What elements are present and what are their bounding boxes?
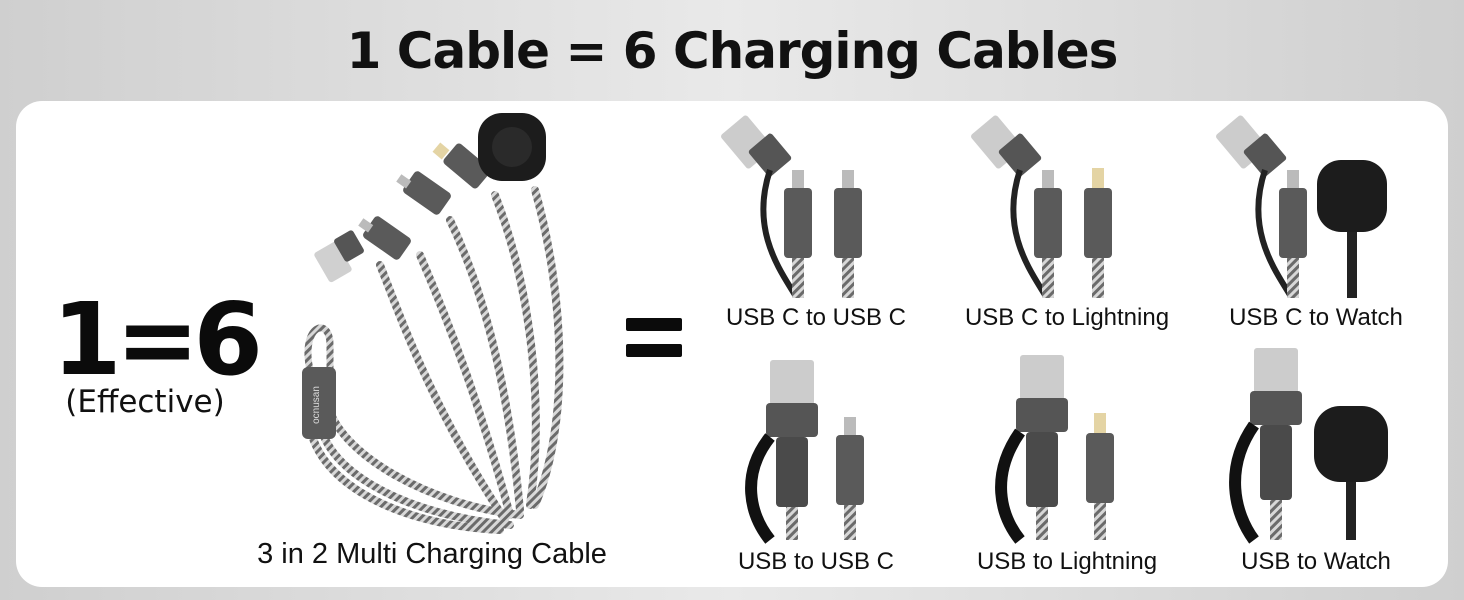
variant-label-usb-to-watch: USB to Watch — [1241, 548, 1391, 575]
main-caption: 3 in 2 Multi Charging Cable — [257, 538, 607, 570]
variant-label-usbc-to-lightning: USB C to Lightning — [964, 304, 1170, 331]
variant-label-usbc-to-usbc: USB C to USB C — [725, 304, 907, 331]
variant-image-usb-to-watch — [1229, 348, 1388, 544]
variant-image-usbc-to-lightning — [971, 115, 1112, 298]
variant-image-usb-to-lightning — [995, 355, 1114, 544]
ratio-headline: 1=6 — [52, 281, 263, 398]
multi-cable-image: ocnusan — [302, 113, 564, 534]
equals-sign — [622, 282, 686, 382]
brand-text: ocnusan — [311, 386, 322, 424]
variant-label-usbc-to-watch: USB C to Watch — [1229, 304, 1403, 331]
variant-label-usb-to-usbc: USB to USB C — [737, 548, 895, 575]
variant-image-usb-to-usbc — [745, 360, 864, 544]
page-title: 1 Cable = 6 Charging Cables — [346, 22, 1119, 80]
variant-label-usb-to-lightning: USB to Lightning — [976, 548, 1158, 575]
content-panel — [16, 101, 1448, 587]
variant-image-usbc-to-usbc — [721, 115, 862, 298]
ratio-note: (Effective) — [65, 384, 225, 420]
variant-image-usbc-to-watch — [1216, 115, 1387, 298]
